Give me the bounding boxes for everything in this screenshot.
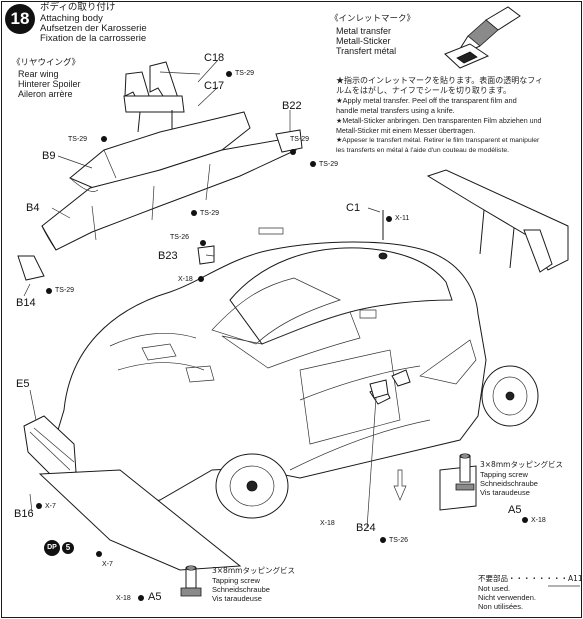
five-badge: 5: [62, 542, 74, 554]
instr-de-1: ★Metall-Sticker anbringen. Den transpare…: [336, 117, 542, 125]
car-body: [23, 169, 569, 571]
paint-code-ts29: TS-29: [68, 136, 88, 143]
rear-wing-jp: 《リヤウイング》: [12, 58, 81, 68]
paint-dot: [198, 276, 204, 282]
not-used-en: Not used.: [478, 584, 511, 593]
paint-code-ts26: TS-26: [170, 234, 190, 241]
paint-code-ts29: TS-29: [319, 161, 339, 168]
part-label-c1: C1: [346, 202, 361, 214]
part-label-e5: E5: [16, 378, 30, 390]
instr-fr-2: les transferts en métal à l'aide d'un co…: [336, 147, 509, 154]
instr-jp-2: ルムをはがし、ナイフでシールを切り取ります。: [336, 86, 512, 95]
paint-code-x18: X-18: [178, 276, 193, 283]
paint-code-x18: X-18: [531, 517, 546, 524]
screw-right-en: Tapping screw: [480, 470, 528, 479]
paint-dot: [380, 537, 386, 543]
metal-transfer-de: Metall-Sticker: [336, 36, 391, 46]
step-title-fr: Fixation de la carrosserie: [40, 33, 147, 44]
step-number-badge: 18: [5, 4, 35, 34]
screw-bottom-en: Tapping screw: [212, 576, 260, 585]
instr-de-2: Metall-Sticker mit einem Messer übertrag…: [336, 127, 476, 135]
metal-transfer-en: Metal transfer: [336, 26, 392, 36]
rear-wing-fr: Aileron arrère: [18, 89, 73, 99]
paint-dot: [191, 210, 197, 216]
rear-wing: [17, 111, 303, 281]
part-label-a5-bottom: A5: [148, 591, 162, 603]
part-label-b9: B9: [42, 150, 56, 162]
paint-dot: [310, 161, 316, 167]
paint-dot: [290, 149, 296, 155]
paint-code-x18: X-18: [320, 520, 335, 527]
part-label-b4: B4: [26, 202, 40, 214]
part-label-c18: C18: [204, 52, 225, 64]
screw-bottom: [180, 565, 202, 597]
part-b24: [369, 379, 389, 399]
part-label-b23: B23: [158, 250, 178, 262]
instr-fr-1: ★Appeser le transfert métal. Retirer le …: [336, 137, 540, 144]
step-title-en: Attaching body: [40, 13, 103, 24]
paint-dot: [522, 517, 528, 523]
dp-badge: DP: [44, 540, 60, 556]
paint-dot: [101, 136, 107, 142]
paint-dot: [200, 240, 206, 246]
paint-dot: [226, 71, 232, 77]
rear-wing-de: Hinterer Spoiler: [18, 79, 81, 89]
part-label-b24: B24: [356, 522, 376, 534]
paint-code-x11: X-11: [395, 215, 410, 222]
paint-code-x7: X-7: [45, 503, 56, 510]
paint-dot: [46, 288, 52, 294]
knife-illustration: [444, 6, 521, 69]
part-label-c17: C17: [204, 80, 225, 92]
paint-dot: [36, 503, 42, 509]
metal-transfer-jp: 《インレットマーク》: [330, 14, 416, 24]
part-label-b14: B14: [16, 297, 36, 309]
arrow-down: [393, 469, 407, 501]
paint-dot: [96, 551, 102, 557]
screw-right: [455, 453, 475, 491]
part-label-b16: B16: [14, 508, 34, 520]
screw-bottom-jp: 3×8mmタッピングビス: [212, 566, 295, 575]
paint-code-x18: X-18: [116, 595, 131, 602]
instr-en-2: handle metal transfers using a knife.: [336, 106, 455, 115]
rear-wing-en: Rear wing: [18, 69, 59, 79]
paint-code-x7: X-7: [102, 561, 113, 568]
paint-code-ts29: TS-29: [200, 210, 220, 217]
part-label-b22: B22: [282, 100, 302, 112]
arrow-transfer: [359, 309, 377, 319]
screw-right-fr: Vis taraudeuse: [480, 488, 530, 497]
paint-dot: [386, 216, 392, 222]
wing-stays: [123, 61, 201, 133]
screw-bottom-fr: Vis taraudeuse: [212, 594, 262, 603]
not-used-de: Nicht verwenden.: [478, 593, 536, 602]
screw-right-jp: 3×8mmタッピングビス: [480, 460, 563, 469]
part-label-a5-right: A5: [508, 504, 522, 516]
not-used-fr: Non utilisées.: [478, 602, 524, 611]
paint-code-ts29: TS-29: [235, 70, 255, 77]
screw-bottom-de: Schneidschraube: [212, 585, 270, 594]
instr-en-1: ★Apply metal transfer. Peel off the tran…: [336, 96, 517, 105]
screw-right-de: Schneidschraube: [480, 479, 538, 488]
not-used-jp: 不要部品・・・・・・・・A11: [478, 574, 583, 583]
step-title-de: Aufsetzen der Karosserie: [40, 23, 147, 34]
metal-transfer-fr: Transfert métal: [336, 46, 397, 56]
paint-code-ts29: TS-29: [290, 136, 310, 143]
arrow-left: [258, 227, 284, 235]
step-title-jp: ボディの取り付け: [40, 2, 116, 13]
paint-code-ts29: TS-29: [55, 287, 75, 294]
instr-jp-1: ★指示のインレットマークを貼ります。表面の透明なフィ: [336, 76, 544, 85]
paint-dot: [138, 595, 144, 601]
paint-code-ts26: TS-26: [389, 537, 409, 544]
